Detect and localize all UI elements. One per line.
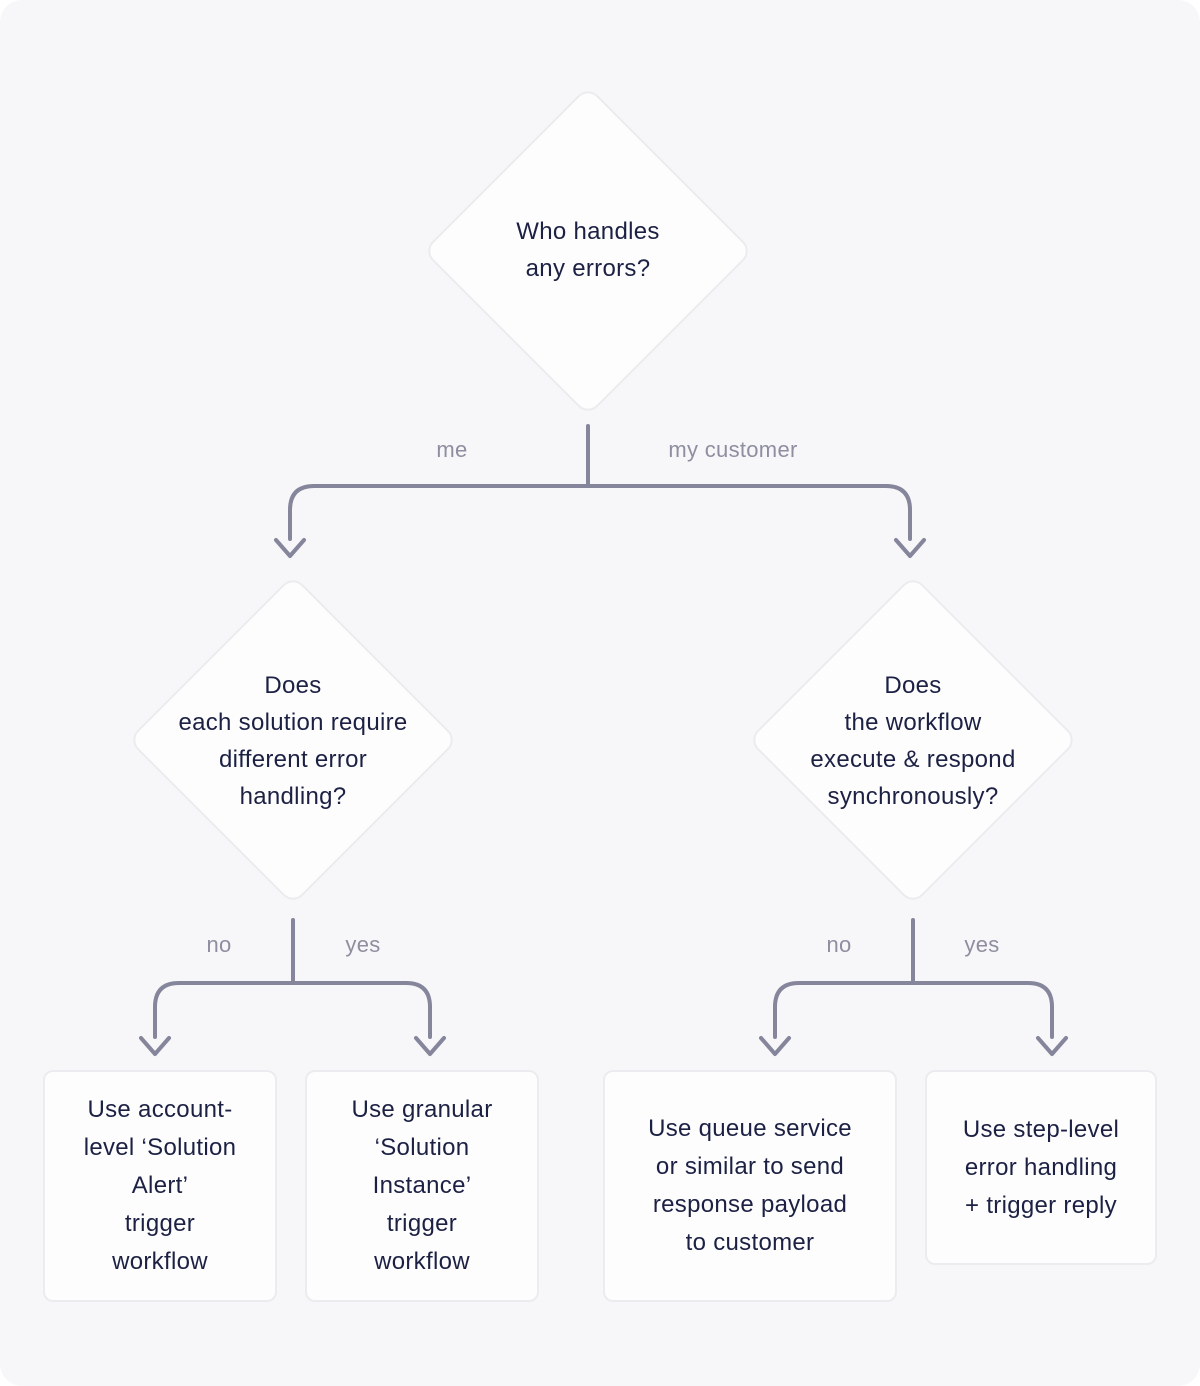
edge-label-me: me bbox=[436, 437, 468, 462]
decision-left-question: Does each solution require different err… bbox=[178, 672, 408, 810]
edge-label-my-customer: my customer bbox=[668, 437, 798, 462]
outcome-box-granular-solution-instance: Use granular ‘Solution Instance’ trigger… bbox=[305, 1070, 539, 1302]
arrowhead-down-icon bbox=[1036, 1036, 1068, 1056]
arrowhead-down-icon bbox=[274, 538, 306, 558]
edge-left-no bbox=[153, 981, 295, 1039]
edge-left-yes bbox=[291, 981, 432, 1039]
outcome-text: Use queue service or similar to send res… bbox=[648, 1115, 852, 1256]
edge-label-right-yes: yes bbox=[964, 932, 1000, 957]
outcome-text: Use step-level error handling + trigger … bbox=[962, 1115, 1120, 1219]
arrowhead-down-icon bbox=[759, 1036, 791, 1056]
decision-root-question: Who handles any errors? bbox=[516, 218, 660, 282]
edge-label-left-no: no bbox=[206, 932, 232, 957]
edge-root-to-right-decision bbox=[586, 484, 912, 541]
decision-right-question: Does the workflow execute & respond sync… bbox=[810, 672, 1016, 810]
outcome-box-step-level-error-handling: Use step-level error handling + trigger … bbox=[925, 1070, 1157, 1265]
edge-label-left-yes: yes bbox=[345, 932, 381, 957]
arrowhead-down-icon bbox=[139, 1036, 171, 1056]
outcome-text: Use granular ‘Solution Instance’ trigger… bbox=[351, 1096, 493, 1275]
outcome-box-account-level-solution-alert: Use account- level ‘Solution Alert’ trig… bbox=[43, 1070, 277, 1302]
edge-right-no bbox=[773, 981, 915, 1039]
arrowhead-down-icon bbox=[894, 538, 926, 558]
edge-root-to-left-decision bbox=[288, 484, 590, 541]
arrowhead-down-icon bbox=[414, 1036, 446, 1056]
edge-label-right-no: no bbox=[826, 932, 852, 957]
outcome-box-queue-service: Use queue service or similar to send res… bbox=[603, 1070, 897, 1302]
edge-right-yes bbox=[911, 981, 1054, 1039]
outcome-text: Use account- level ‘Solution Alert’ trig… bbox=[83, 1096, 237, 1275]
